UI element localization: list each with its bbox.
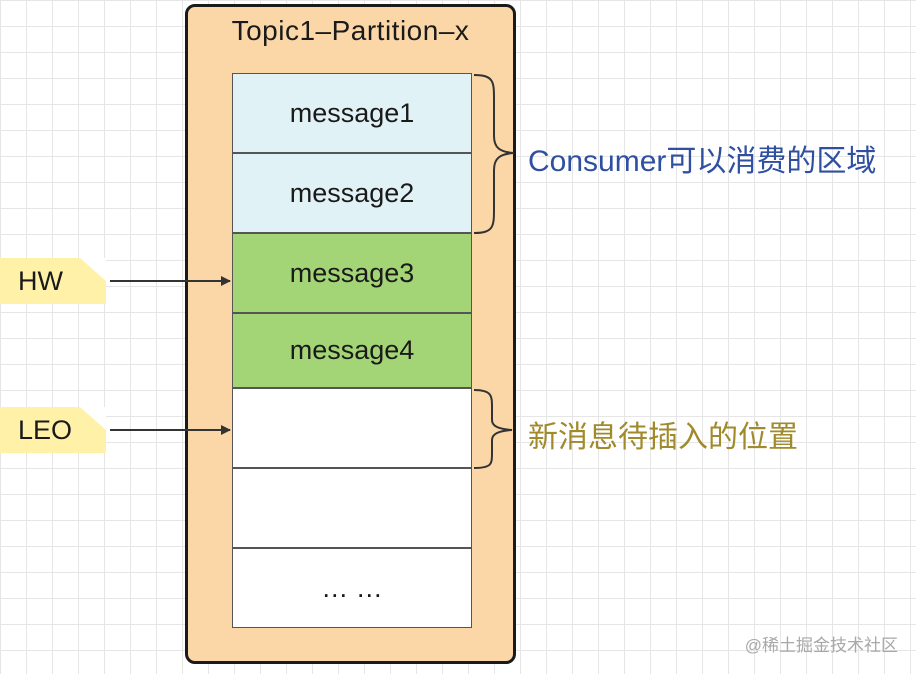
leo-marker: LEO — [0, 407, 106, 453]
empty-cell-1 — [232, 388, 472, 468]
message-cell-4: message4 — [232, 313, 472, 388]
message-cell-1: message1 — [232, 73, 472, 153]
watermark: @稀土掘金技术社区 — [744, 636, 898, 655]
message-cell-2: message2 — [232, 153, 472, 233]
consumer-region-label: Consumer可以消费的区域 — [528, 145, 877, 178]
message-cell-3: message3 — [232, 233, 472, 313]
insert-position-label: 新消息待插入的位置 — [528, 421, 798, 454]
partition-title: Topic1–Partition–x — [231, 15, 470, 46]
leo-label: LEO — [18, 414, 73, 445]
leo-tag-fold — [80, 407, 106, 430]
empty-cell-2 — [232, 468, 472, 548]
hw-label: HW — [18, 265, 63, 296]
hw-tag-fold — [80, 258, 106, 281]
hw-marker: HW — [0, 258, 106, 304]
ellipsis-cell: … … — [232, 548, 472, 628]
